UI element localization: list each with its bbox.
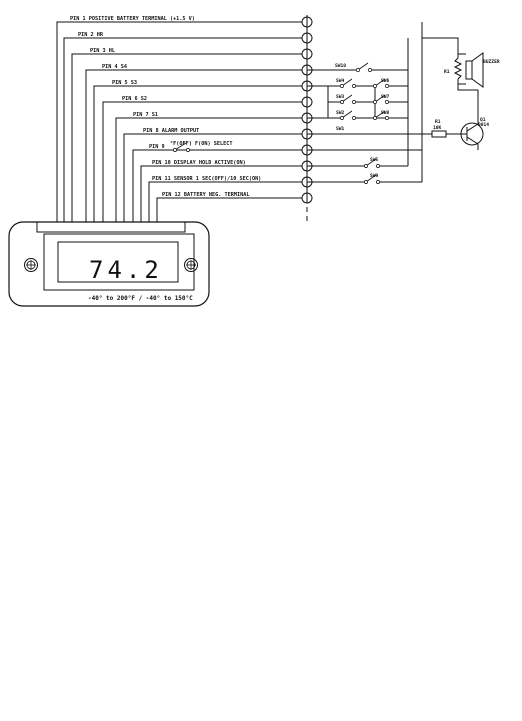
pin-6-label: PIN 6 S2	[122, 96, 147, 102]
pin-10-lead	[140, 165, 307, 222]
pin-11-label: PIN 11 SENSOR 1 SEC(OFF)/10 SEC(ON)	[152, 176, 261, 182]
pin-3-label: PIN 3 HL	[90, 48, 115, 54]
sw10-switch	[356, 62, 372, 72]
sw1-label: SW1	[336, 126, 345, 132]
pin-4-label: PIN 4 S4	[102, 64, 127, 70]
left-screw-icon	[24, 258, 38, 272]
pin-leads	[56, 21, 307, 222]
resistor-r1-label: R1	[435, 119, 441, 125]
buzzer-label: BUZZER	[483, 59, 500, 65]
sw8-label: SW8	[381, 110, 390, 116]
sw7-label: SW7	[381, 94, 390, 100]
sw3-label: SW3	[336, 94, 345, 100]
pin-9-lead	[132, 149, 307, 222]
pin-9-select-switch	[173, 142, 190, 152]
pin-12-lead	[156, 197, 307, 222]
sw2-switch	[340, 110, 356, 120]
buzzer-circuit	[422, 37, 478, 91]
pin-4-lead	[85, 69, 307, 222]
sw8-switch	[373, 110, 389, 120]
pin-12-label: PIN 12 BATTERY NEG. TERMINAL	[162, 192, 249, 198]
pin-1-label: PIN 1 POSITIVE BATTERY TERMINAL (+1.5 V)	[70, 16, 195, 22]
sw7-switch	[373, 94, 389, 104]
sw5-switch	[364, 158, 380, 168]
sw6-label: SW6	[381, 78, 390, 84]
pin-2-lead	[63, 37, 307, 222]
switch-branches	[307, 69, 432, 183]
pin-10-label: PIN 10 DISPLAY HOLD ACTIVE(ON)	[152, 160, 246, 166]
pin-7-label: PIN 7 S1	[133, 112, 158, 118]
pin-8-lead	[123, 133, 307, 222]
sw10-label: SW10	[335, 63, 346, 69]
transistor-q1	[460, 90, 484, 150]
sw4-label: SW4	[336, 78, 345, 84]
pin-1-lead	[56, 21, 307, 222]
pin-5-label: PIN 5 S3	[112, 80, 137, 86]
sw5-label: SW5	[370, 157, 379, 163]
right-screw-icon	[184, 258, 198, 272]
resistor-small-label: R1	[444, 69, 450, 75]
pin-11-lead	[148, 181, 307, 222]
pin-9-label: PIN 9	[149, 144, 165, 150]
sw4-switch	[340, 78, 356, 88]
transistor-q1-part: 9014	[478, 122, 489, 128]
pin-8-label: PIN 8 ALARM OUTPUT	[143, 128, 199, 134]
sw6-switch	[373, 78, 389, 88]
thermometer-module	[8, 221, 210, 307]
display-reading: 74.2	[89, 256, 163, 284]
connector-nodes	[301, 16, 313, 204]
pin-2-label: PIN 2 HR	[78, 32, 104, 38]
pin-6-lead	[102, 101, 307, 222]
sw3-switch	[340, 94, 356, 104]
display-range: -40° to 200°F / -40° to 150°C	[88, 295, 193, 302]
buzzer-icon	[465, 52, 484, 88]
pin-3-lead	[71, 53, 307, 222]
sw9-label: SW9	[370, 173, 379, 179]
sw2-label: SW2	[336, 110, 345, 116]
transistor-q1-label: Q1	[480, 117, 486, 123]
pin-9-select-label: °F(OFF) F(ON) SELECT	[170, 141, 232, 147]
resistor-r1	[431, 130, 462, 138]
sw9-switch	[364, 174, 380, 184]
resistor-r1-value: 10K	[433, 125, 442, 131]
pin-7-lead	[115, 117, 307, 222]
pin-5-lead	[93, 85, 307, 222]
